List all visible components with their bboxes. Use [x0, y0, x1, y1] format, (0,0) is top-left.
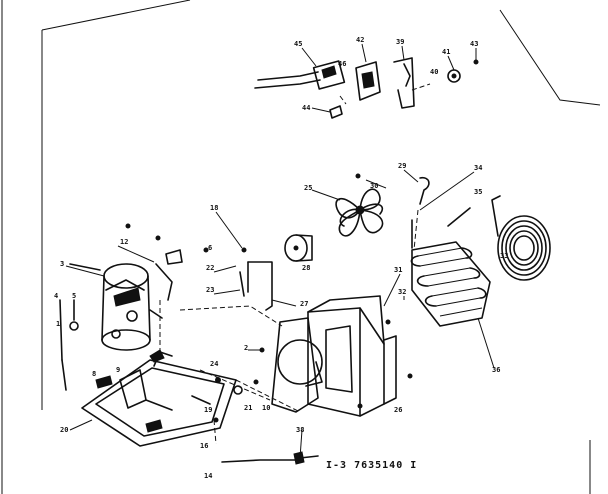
- callout-3: 3: [60, 260, 64, 268]
- callout-12: 12: [120, 238, 128, 246]
- callout-24: 24: [210, 360, 218, 368]
- tube-hook: [413, 176, 430, 251]
- callout-44: 44: [302, 104, 310, 112]
- callout-20: 20: [60, 426, 68, 434]
- fan-blade: [335, 173, 384, 237]
- callout-30: 30: [370, 182, 378, 190]
- callout-19: 19: [204, 406, 212, 414]
- callout-31: 31: [394, 266, 402, 274]
- fasteners: [213, 347, 265, 423]
- condenser-coil: [410, 219, 491, 327]
- callout-41: 41: [442, 48, 450, 56]
- fan-motor: [284, 234, 313, 262]
- callout-23: 23: [206, 286, 214, 294]
- callout-34: 34: [474, 164, 482, 172]
- callout-10: 10: [262, 404, 270, 412]
- callout-29: 29: [398, 162, 406, 170]
- callout-26: 26: [394, 406, 402, 414]
- callout-43: 43: [470, 40, 478, 48]
- callout-45: 45: [294, 40, 302, 48]
- callout-1: 1: [56, 320, 60, 328]
- callout-33: 33: [500, 252, 508, 260]
- reference-code: I-3 7635140 I: [326, 460, 417, 471]
- compressor: [69, 263, 173, 351]
- callout-leader-lines: [65, 43, 495, 459]
- assembly-guide-lines: [159, 300, 301, 445]
- fan-shroud: [271, 295, 413, 417]
- callout-46: 46: [338, 60, 346, 68]
- callout-32: 32: [398, 288, 406, 296]
- callout-14: 14: [204, 472, 212, 480]
- motor-bracket: [239, 247, 273, 311]
- callout-18: 18: [210, 204, 218, 212]
- callout-22: 22: [206, 264, 214, 272]
- callout-9: 9: [116, 366, 120, 374]
- callout-36: 36: [492, 366, 500, 374]
- callout-35: 35: [474, 188, 482, 196]
- callout-6: 6: [208, 244, 212, 252]
- callout-42: 42: [356, 36, 364, 44]
- callout-8: 8: [92, 370, 96, 378]
- callout-21: 21: [244, 404, 252, 412]
- callout-38: 38: [296, 426, 304, 434]
- base-pan: [81, 349, 237, 447]
- callout-4: 4: [54, 292, 58, 300]
- callout-2: 2: [244, 344, 248, 352]
- small-parts-left: [59, 223, 209, 391]
- control-parts-group: [254, 57, 479, 119]
- callout-39: 39: [396, 38, 404, 46]
- callout-labels: 45 42 39 41 43 40 46 44 29 34 35 30 25 3…: [54, 36, 508, 480]
- callout-5: 5: [72, 292, 76, 300]
- callout-28: 28: [302, 264, 310, 272]
- power-cord: [221, 451, 319, 465]
- callout-25: 25: [304, 184, 312, 192]
- callout-16: 16: [200, 442, 208, 450]
- callout-40: 40: [430, 68, 438, 76]
- callout-27: 27: [300, 300, 308, 308]
- capillary-coil: [447, 195, 551, 281]
